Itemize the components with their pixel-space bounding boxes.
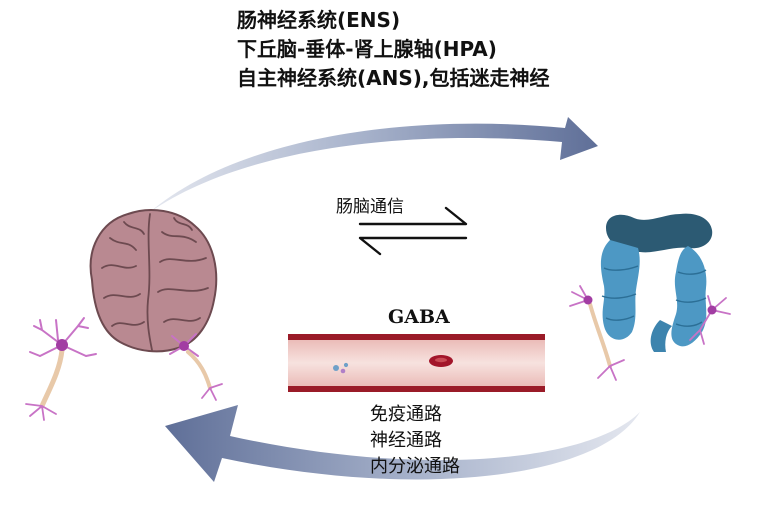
pathway-ens: 肠神经系统(ENS)	[237, 8, 401, 32]
pathway-neural: 神经通路	[370, 430, 442, 451]
gaba-label: GABA	[388, 306, 450, 328]
bottom-pathways-list: 免疫通路 神经通路 内分泌通路	[370, 402, 460, 480]
pathway-ans: 自主神经系统(ANS),包括迷走神经	[237, 66, 550, 90]
pathway-immune: 免疫通路	[370, 404, 442, 425]
top-curved-arrow	[150, 117, 598, 212]
neuron-icon	[169, 333, 223, 401]
colon-icon	[600, 213, 713, 352]
pathway-endocrine: 内分泌通路	[370, 456, 460, 477]
blood-vessel-icon	[288, 334, 545, 392]
neuron-icon	[569, 285, 625, 381]
neuron-icon	[689, 295, 731, 345]
top-pathways-list: 肠神经系统(ENS) 下丘脑-垂体-肾上腺轴(HPA) 自主神经系统(ANS),…	[237, 6, 550, 93]
brain-icon	[89, 209, 218, 353]
gut-brain-communication-label: 肠脑通信	[336, 197, 404, 217]
bidirectional-arrows-icon	[358, 206, 468, 256]
bottom-curved-arrow	[165, 405, 640, 482]
pathway-hpa: 下丘脑-垂体-肾上腺轴(HPA)	[237, 37, 497, 61]
neuron-icon	[25, 317, 97, 421]
